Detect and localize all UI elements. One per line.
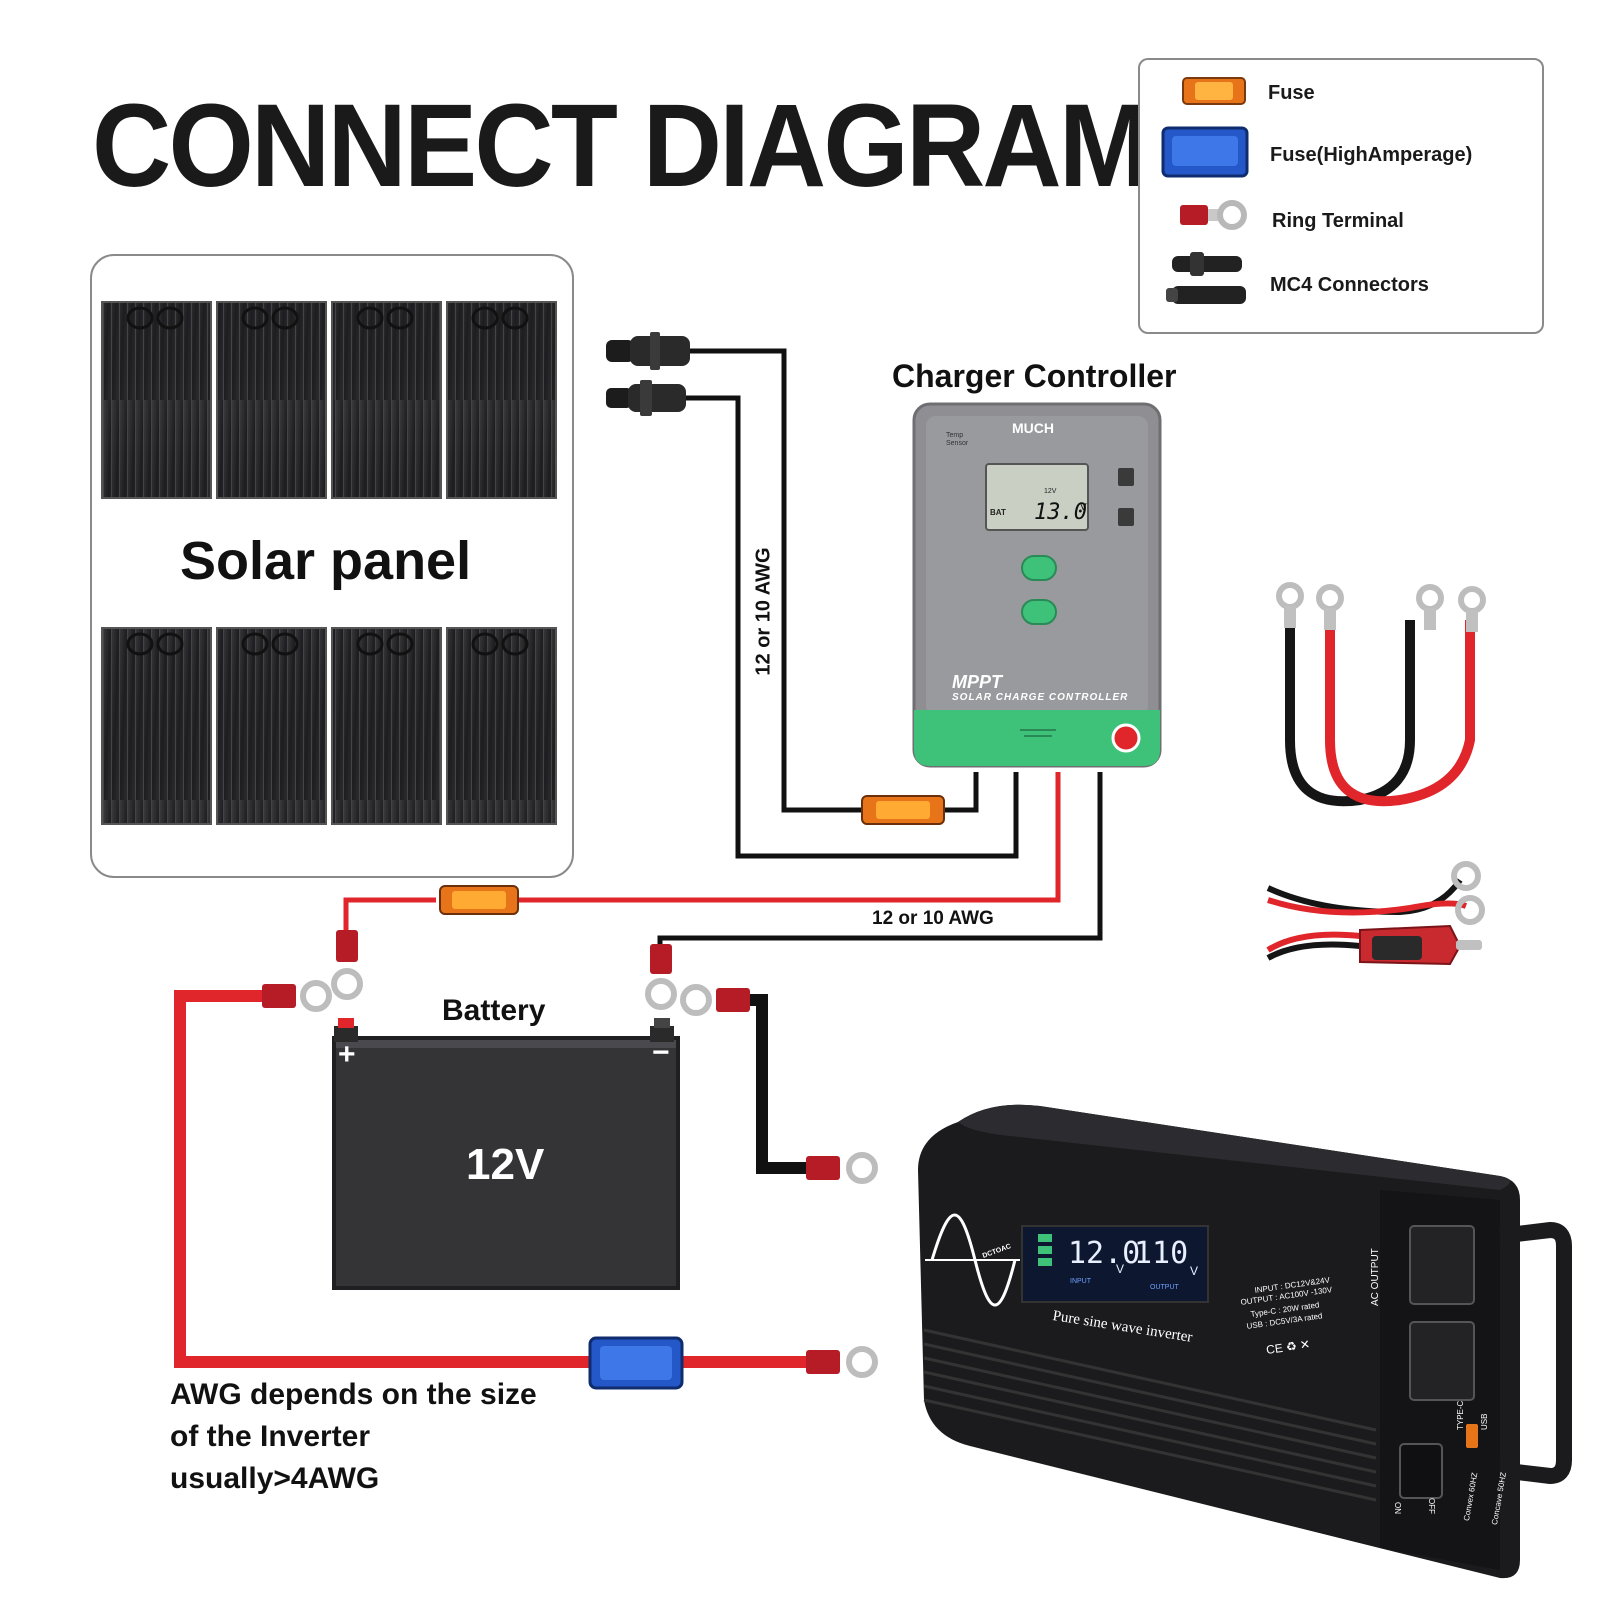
solar-module-4 [446, 301, 557, 499]
ring-terminal-controller-positive [331, 930, 363, 1000]
legend-label-high-amp-fuse: Fuse(HighAmperage) [1270, 144, 1473, 166]
mc4-connector-icon [1166, 252, 1246, 304]
inverter-display-input: 12.0 [1068, 1236, 1141, 1271]
solar-module-6 [216, 627, 327, 825]
ring-terminal-inverter-positive [806, 1346, 878, 1378]
controller-lcd-bat: BAT [990, 508, 1006, 517]
battery-body [332, 1018, 680, 1290]
legend-label-mc4: MC4 Connectors [1270, 274, 1429, 296]
solar-module-8 [446, 627, 557, 825]
ring-terminal-inverter-positive-battery [262, 980, 332, 1012]
battery-fuse-icon [439, 885, 519, 915]
controller-lcd-value: 13.0 [1034, 500, 1087, 525]
battery-plus-sign: + [338, 1038, 356, 1071]
controller-model: MPPT [952, 672, 1003, 692]
pv-wire-positive-to-controller [944, 772, 979, 813]
page-title: CONNECT DIAGRAM [92, 80, 1150, 212]
ring-terminal-icon [1180, 200, 1247, 230]
wire-label-horizontal: 12 or 10 AWG [872, 908, 994, 929]
cigarette-plug-cable [1266, 861, 1485, 966]
inverter-display-output: 110 [1134, 1236, 1189, 1271]
battery-wire-positive [518, 772, 1061, 903]
controller-heading: Charger Controller [892, 358, 1177, 394]
ring-terminal-controller-negative [645, 944, 677, 1010]
pv-fuse-icon [861, 795, 945, 825]
controller-lcd-small: 12V [1044, 488, 1057, 495]
wire-label-vertical: 12 or 10 AWG [752, 547, 775, 676]
inverter-display-tag-input: INPUT [1070, 1278, 1091, 1285]
inverter-cable-positive [174, 990, 596, 1368]
inverter-cable-negative [742, 994, 810, 1174]
inverter-switch-off: OFF [1427, 1498, 1436, 1514]
solar-module-3 [331, 301, 442, 499]
battery-voltage: 12V [466, 1140, 545, 1189]
inverter-display-tag-output: OUTPUT [1150, 1284, 1179, 1291]
battery-label: Battery [442, 994, 546, 1027]
high-amp-fuse-icon [1161, 126, 1249, 178]
legend-label-fuse: Fuse [1268, 82, 1315, 104]
battery-cables-pair [1276, 582, 1486, 807]
battery-wire-negative [657, 772, 1103, 948]
charge-controller-device [912, 402, 1162, 768]
controller-brand: MUCH [1012, 420, 1054, 436]
ring-terminal-inverter-negative-battery [680, 984, 750, 1016]
controller-subtitle: SOLAR CHARGE CONTROLLER [952, 692, 1129, 703]
mc4-connector-negative [606, 380, 686, 416]
solar-panel-label: Solar panel [180, 531, 472, 591]
inverter-device [918, 1104, 1572, 1579]
solar-module-5 [101, 627, 212, 825]
ring-terminal-inverter-negative [806, 1152, 878, 1184]
awg-note-line-3: usually>4AWG [170, 1462, 380, 1495]
inverter-display-input-unit: V [1116, 1262, 1125, 1276]
awg-note-line-1: AWG depends on the size [170, 1378, 537, 1411]
inverter-usb-label: USB [1480, 1413, 1489, 1430]
controller-temp-sensor: Temp Sensor [946, 432, 969, 447]
mc4-connector-positive [606, 332, 690, 370]
fuse-icon [1182, 77, 1246, 105]
inverter-switch-on: ON [1393, 1502, 1402, 1514]
solar-module-7 [331, 627, 442, 825]
high-amp-fuse-icon [588, 1336, 684, 1390]
inverter-ac-output-label: AC OUTPUT [1370, 1248, 1381, 1306]
solar-module-2 [216, 301, 327, 499]
pv-wire-positive [690, 348, 862, 813]
inverter-display-output-unit: V [1190, 1264, 1199, 1278]
controller-lcd-unit: V [1080, 502, 1087, 513]
battery-minus-sign: − [652, 1036, 670, 1069]
pv-wire-negative [686, 395, 1019, 859]
inverter-typec-label: TYPE-C [1456, 1400, 1465, 1430]
legend-label-ring-terminal: Ring Terminal [1272, 210, 1404, 232]
awg-note-line-2: of the Inverter [170, 1420, 371, 1453]
solar-module-1 [101, 301, 212, 499]
